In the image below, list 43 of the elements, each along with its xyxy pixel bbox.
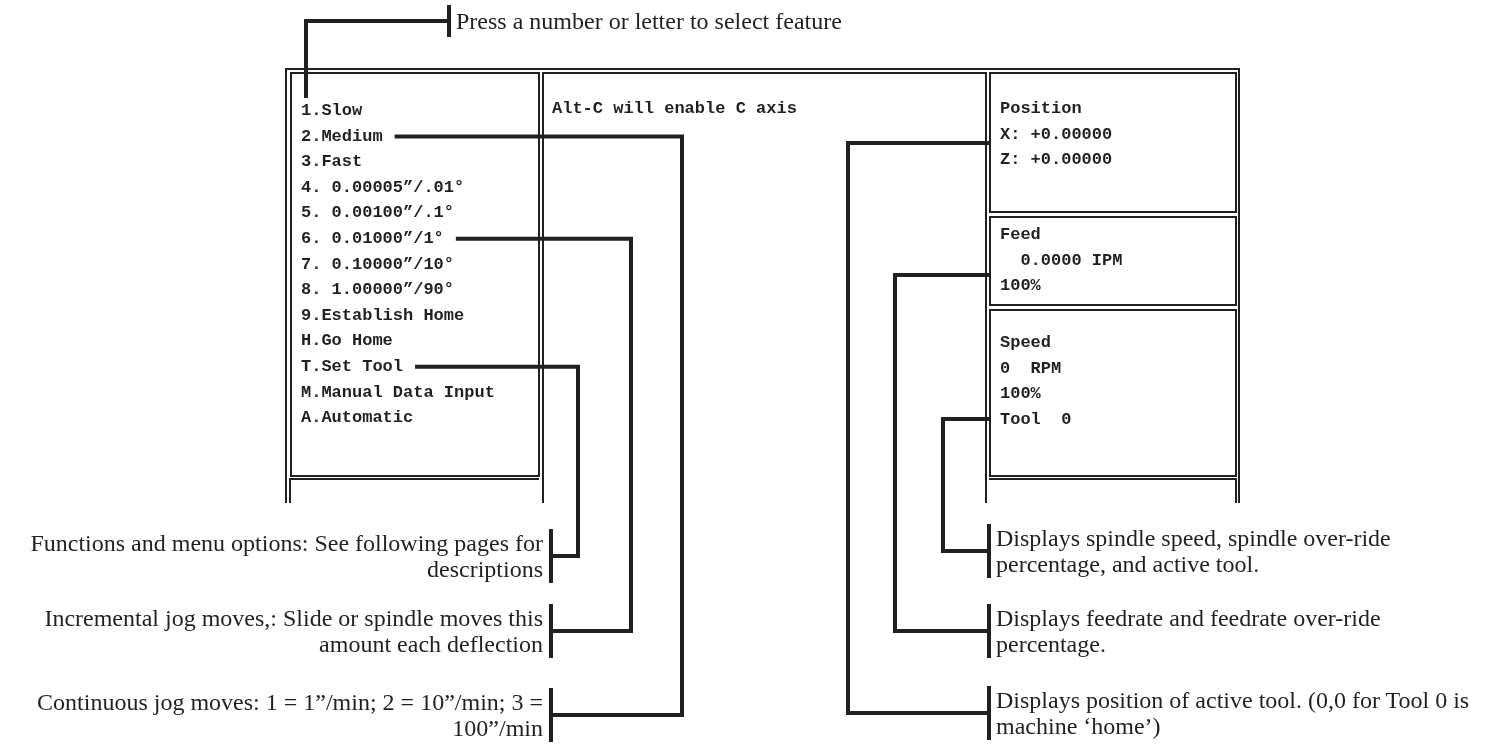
callout-text: Displays position of active tool. (0,0 for Tool 0 is machine ‘home’) xyxy=(989,685,1484,741)
leader-line xyxy=(941,417,991,580)
panel-heading: Position xyxy=(1000,98,1082,120)
callout-text: Displays feedrate and feedrate over-ride percentage. xyxy=(989,603,1484,659)
feed-panel xyxy=(989,216,1237,306)
menu-item: 7. 0.10000”/10° xyxy=(301,251,467,278)
panel-heading: Speed xyxy=(1000,332,1051,354)
position-panel xyxy=(989,72,1237,213)
menu-item: M.Manual Data Input xyxy=(301,379,507,406)
message-panel xyxy=(542,72,987,503)
callout-text: Displays spindle speed, spindle over-ride percentage, and active tool. xyxy=(989,523,1484,579)
panel-heading: Feed xyxy=(1000,224,1041,246)
menu-item: 8. 1.00000”/90° xyxy=(301,277,467,303)
leader-line xyxy=(893,273,991,660)
callout-text: Functions and menu options: See following pages for descriptions xyxy=(0,528,551,584)
leader-line xyxy=(392,134,684,744)
panel-value: 0.0000 IPM xyxy=(1019,249,1123,272)
menu-panel xyxy=(290,72,540,477)
callout-text: Incremental jog moves,: Slide or spindle moves this amount each deflection xyxy=(0,603,551,659)
speed-panel xyxy=(989,309,1237,477)
panel-value: 0 RPM xyxy=(1000,357,1062,380)
leader-line xyxy=(453,236,633,660)
menu-item: 9.Establish Home xyxy=(301,302,477,329)
menu-item: 6. 0.01000”/1° xyxy=(301,226,456,252)
menu-item: 4. 0.00005”/.01° xyxy=(301,174,477,201)
menu-item: 1.Slow xyxy=(301,98,375,124)
panel-value: X: +0.00000 xyxy=(1000,123,1113,146)
callout-text: Press a number or letter to select feature xyxy=(449,4,1009,38)
leader-line xyxy=(846,141,991,742)
panel-value: 100% xyxy=(1000,275,1041,298)
panel-value: Z: +0.00000 xyxy=(1000,149,1113,172)
panel-value: Tool 0 xyxy=(1000,408,1072,431)
menu-item: H.Go Home xyxy=(301,328,405,354)
menu-item: T.Set Tool xyxy=(301,354,416,380)
panel-value: 100% xyxy=(1000,383,1041,406)
menu-item: A.Automatic xyxy=(301,405,426,431)
leader-line xyxy=(413,364,580,585)
menu-item: 3.Fast xyxy=(301,149,375,175)
callout-text: Continuous jog moves: 1 = 1”/min; 2 = 10”/min; 3 = 100”/min xyxy=(0,687,551,743)
leader-line xyxy=(304,3,451,100)
menu-item: 5. 0.00100”/.1° xyxy=(301,200,467,226)
panel-heading: Alt-C will enable C axis xyxy=(552,98,797,120)
menu-item: 2.Medium xyxy=(301,123,395,150)
